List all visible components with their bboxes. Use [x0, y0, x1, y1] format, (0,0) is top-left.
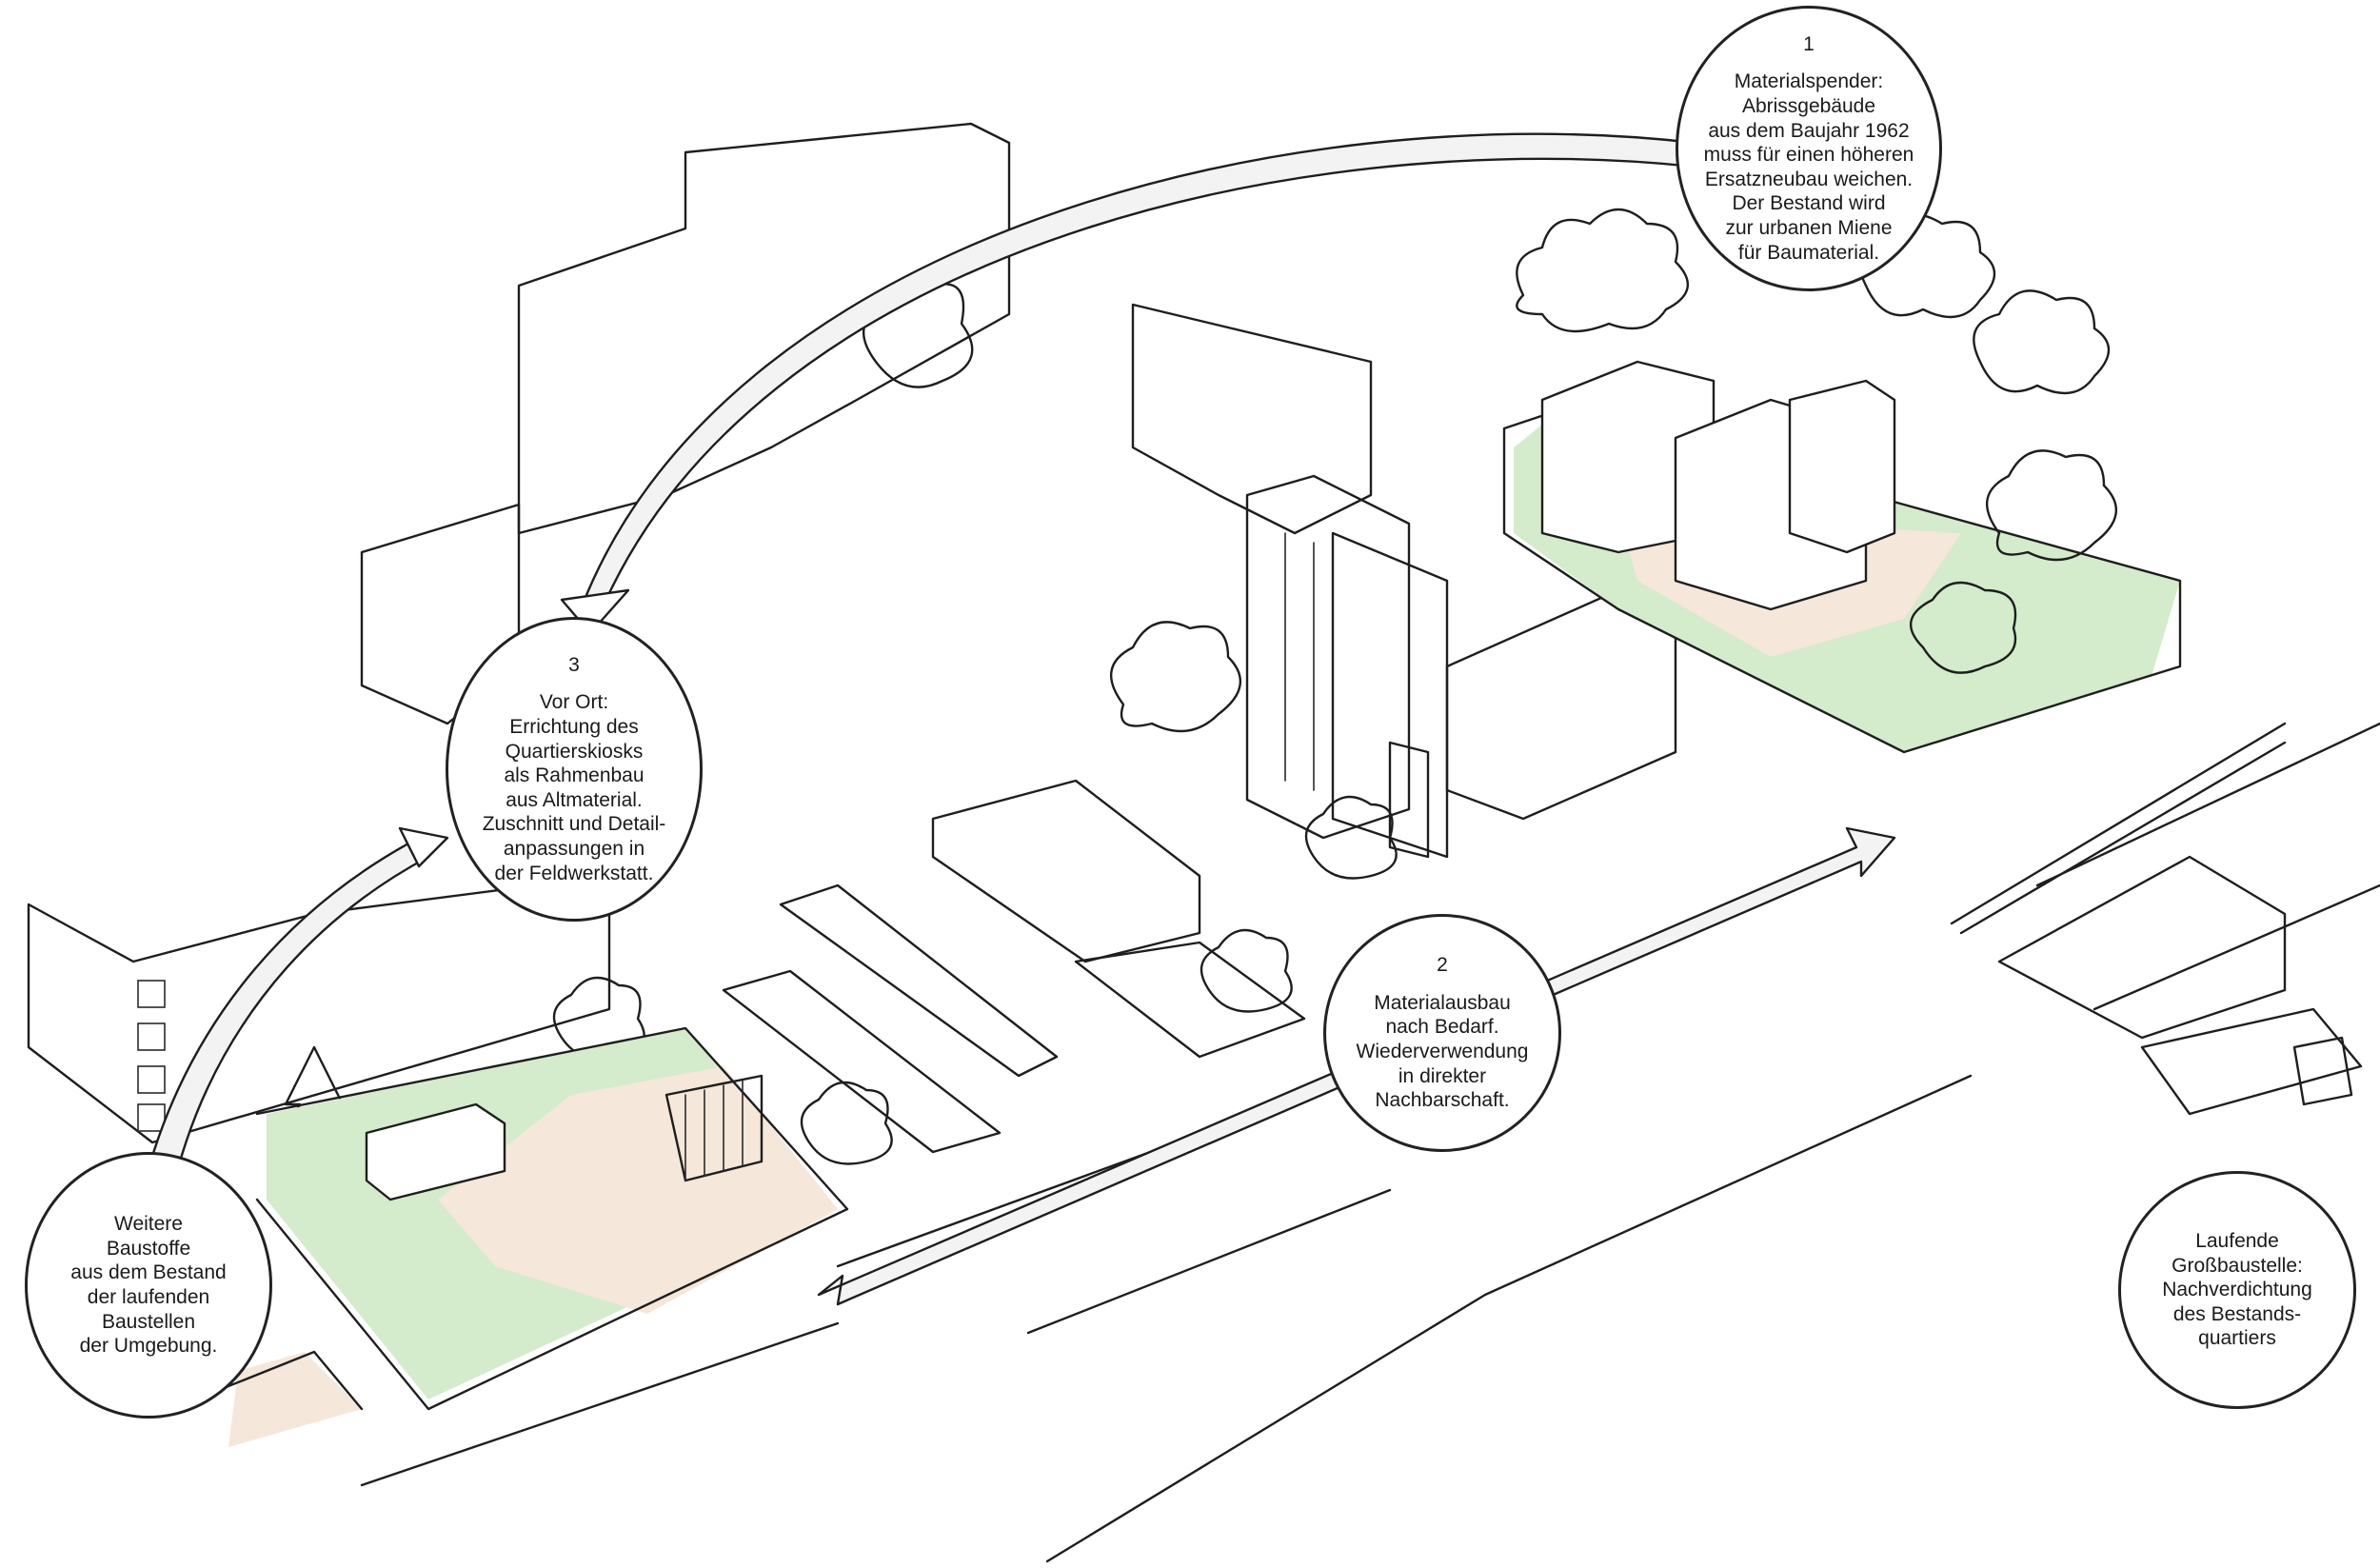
- background-buildings: [27, 122, 1677, 1144]
- callout-material-extraction: 2 Materialausbau nach Bedarf. Wiederverw…: [1323, 914, 1561, 1152]
- callout-large-construction-site: Laufende Großbaustelle: Nachverdichtung …: [2118, 1171, 2356, 1409]
- callout-kiosk-construction: 3 Vor Ort: Errichtung des Quartierskiosk…: [446, 617, 703, 922]
- callout-number: 3: [568, 653, 580, 676]
- callout-text: Vor Ort: Errichtung des Quartierskiosks …: [482, 691, 666, 884]
- callout-number: 2: [1437, 954, 1448, 977]
- windows: [137, 980, 166, 1132]
- kiosk-site: [217, 1026, 849, 1447]
- callout-text: Materialspender: Abrissgebäude aus dem B…: [1703, 70, 1914, 264]
- central-block: [722, 779, 1306, 1154]
- callout-text: Materialausbau nach Bedarf. Wiederverwen…: [1356, 991, 1529, 1112]
- callout-text: Laufende Großbaustelle: Nachverdichtung …: [2162, 1229, 2312, 1350]
- crane-site: [1950, 722, 2363, 1116]
- callout-text: Weitere Baustoffe aus dem Bestand der la…: [70, 1213, 227, 1358]
- callout-material-donor: 1 Materialspender: Abrissgebäude aus dem…: [1676, 6, 1942, 291]
- donor-building-site: [1502, 360, 2182, 754]
- callout-further-materials: Weitere Baustoffe aus dem Bestand der la…: [25, 1152, 272, 1419]
- callout-number: 1: [1803, 32, 1815, 55]
